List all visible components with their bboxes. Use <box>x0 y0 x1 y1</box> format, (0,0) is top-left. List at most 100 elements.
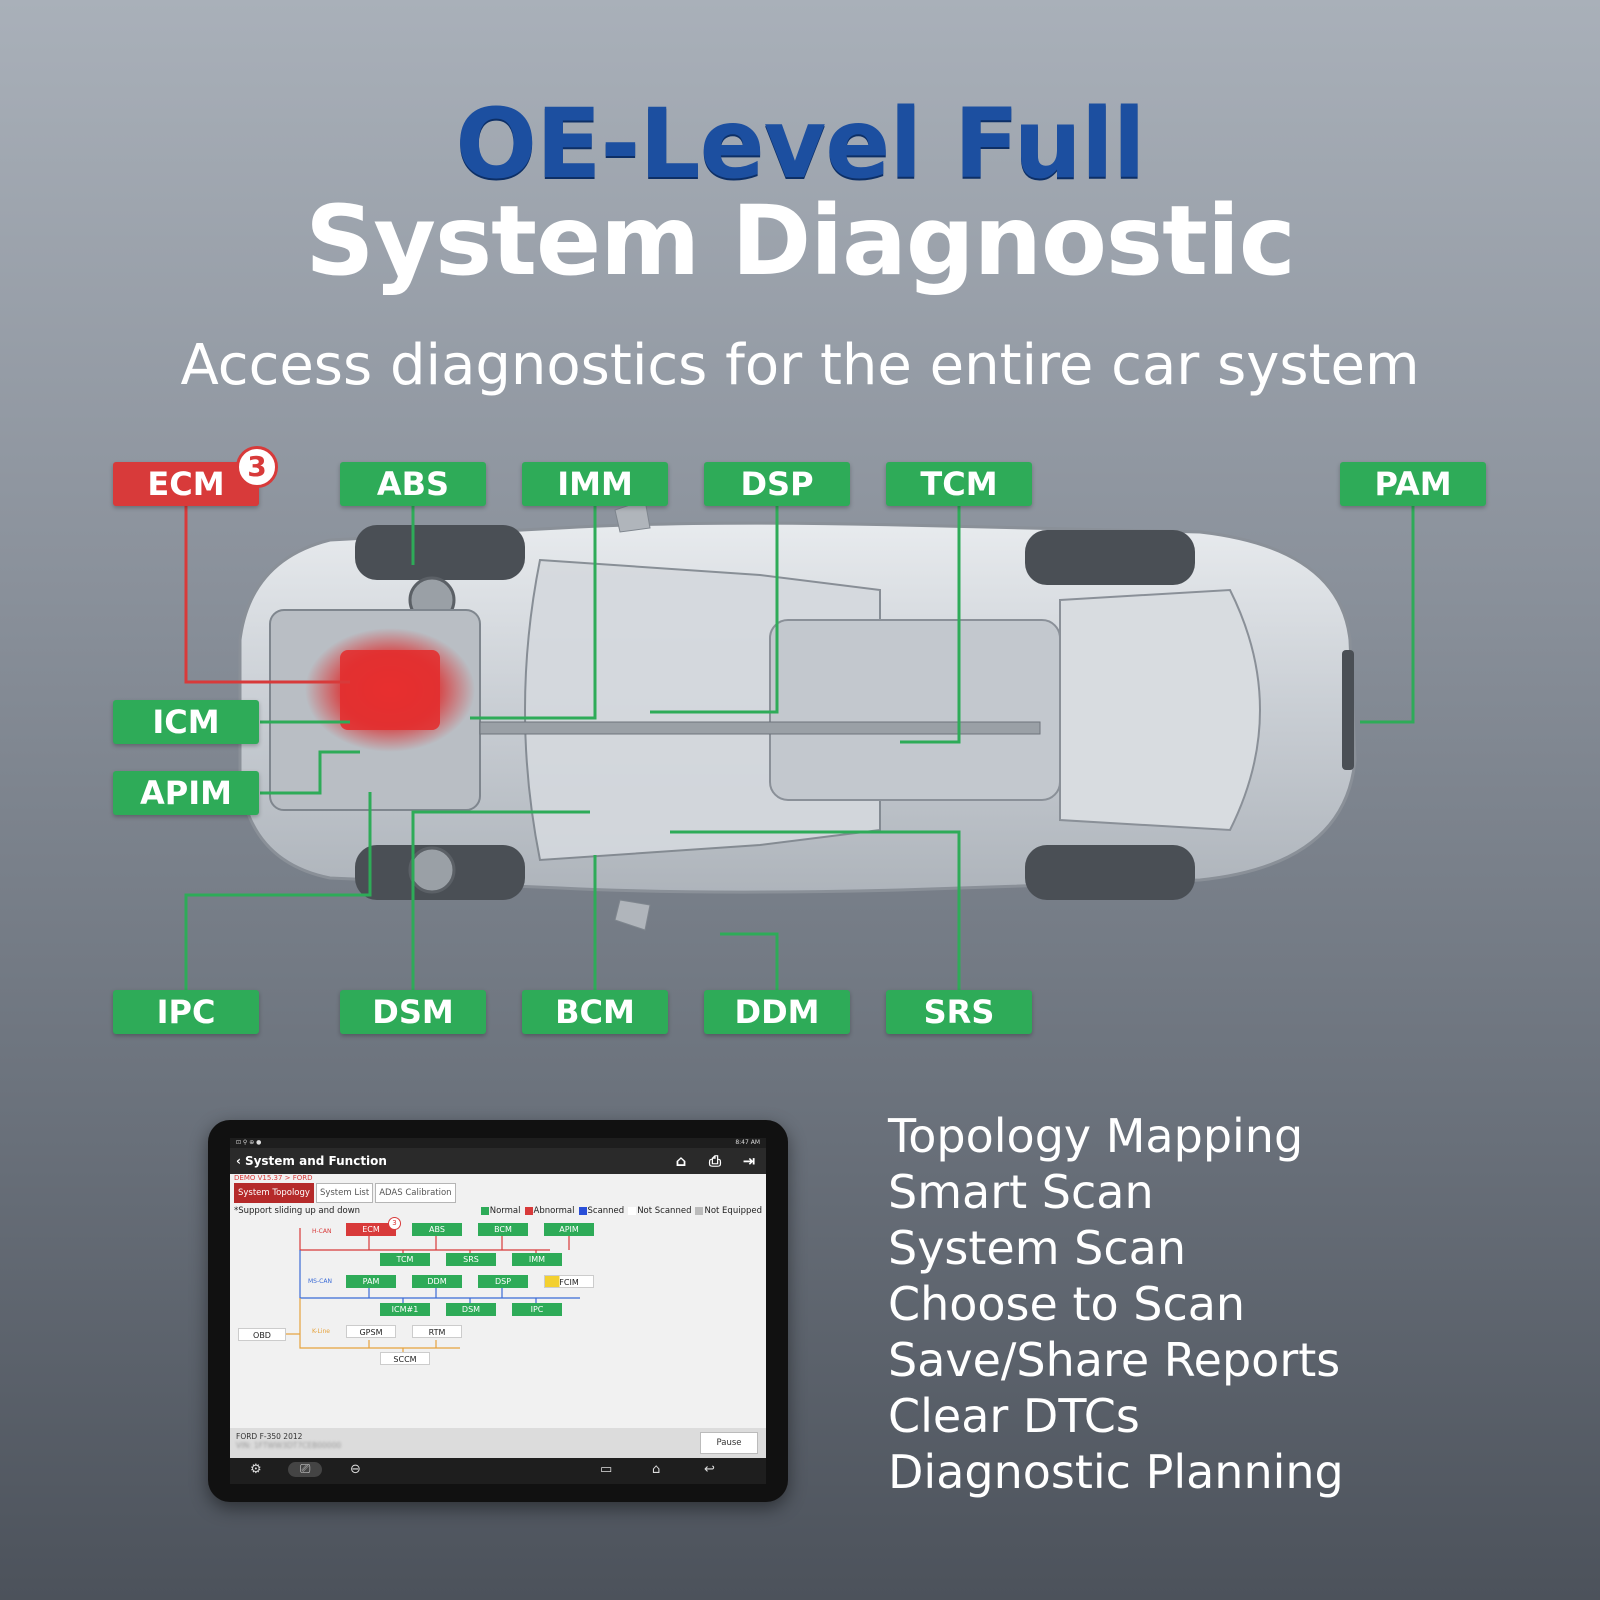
topo-node-ddm[interactable]: DDM <box>412 1275 462 1288</box>
line-srs <box>670 830 961 992</box>
line-ipc <box>184 792 372 992</box>
module-abs: ABS <box>340 462 486 506</box>
ecm-block <box>340 650 440 730</box>
topo-node-ipc[interactable]: IPC <box>512 1303 562 1316</box>
topo-ecm-badge: 3 <box>388 1217 401 1230</box>
line-tcm <box>900 506 961 744</box>
topo-node-dsp[interactable]: DSP <box>478 1275 528 1288</box>
home-nav-icon[interactable]: ⌂ <box>652 1462 661 1477</box>
rear-bumper <box>1342 650 1354 770</box>
feature-item: Save/Share Reports <box>888 1333 1341 1387</box>
feature-item: Smart Scan <box>888 1165 1154 1219</box>
drive-shaft <box>479 721 1041 735</box>
vehicle-vin: VIN: 1FTWW3DT7CEB00000 <box>236 1441 342 1450</box>
legend-not-scanned: Not Scanned <box>637 1206 692 1216</box>
bus-label-hcan: H-CAN <box>312 1228 332 1235</box>
wheel-rear-left <box>1025 530 1195 585</box>
module-imm: IMM <box>522 462 668 506</box>
topo-node-abs[interactable]: ABS <box>412 1223 462 1236</box>
topo-node-gpsm[interactable]: GPSM <box>346 1325 396 1338</box>
topo-node-bcm[interactable]: BCM <box>478 1223 528 1236</box>
settings-icon[interactable]: ⚙ <box>250 1462 262 1477</box>
ecm-dtc-badge: 3 <box>236 446 278 488</box>
module-dsm: DSM <box>340 990 486 1034</box>
topo-node-rtm[interactable]: RTM <box>412 1325 462 1338</box>
topo-node-pam[interactable]: PAM <box>346 1275 396 1288</box>
module-tcm: TCM <box>886 462 1032 506</box>
feature-item: Clear DTCs <box>888 1389 1140 1443</box>
screen-title: System and Function <box>244 1154 387 1168</box>
home-icon[interactable]: ⌂ <box>675 1152 687 1170</box>
back-chevron-icon[interactable]: ‹ <box>236 1154 241 1168</box>
topo-node-ecm[interactable]: ECM <box>346 1223 396 1236</box>
recent-apps-icon[interactable]: ▭ <box>600 1462 613 1477</box>
topo-node-apim[interactable]: APIM <box>544 1223 594 1236</box>
topo-node-imm[interactable]: IMM <box>512 1253 562 1266</box>
module-srs: SRS <box>886 990 1032 1034</box>
vci-icon[interactable]: ⊖ <box>350 1462 361 1477</box>
legend-normal: Normal <box>489 1206 521 1216</box>
back-icon[interactable]: ↩ <box>704 1462 715 1477</box>
module-ddm: DDM <box>704 990 850 1034</box>
module-dsp: DSP <box>704 462 850 506</box>
topo-node-fcim[interactable]: FCIM <box>544 1275 594 1288</box>
topo-node-srs[interactable]: SRS <box>446 1253 496 1266</box>
topo-node-icm1[interactable]: ICM#1 <box>380 1303 430 1316</box>
module-apim: APIM <box>113 771 259 815</box>
wheel-front-left <box>355 525 525 580</box>
status-icons: ⊡ ⚲ ⊕ ● <box>236 1139 262 1146</box>
line-dsm <box>411 810 590 992</box>
line-ddm <box>720 932 779 992</box>
legend-not-equipped-swatch <box>695 1207 704 1215</box>
wheel-rear-right <box>1025 845 1195 900</box>
legend: Normal Abnormal Scanned Not Scanned Not … <box>480 1206 762 1216</box>
topo-node-sccm[interactable]: SCCM <box>380 1352 430 1365</box>
topo-node-tcm[interactable]: TCM <box>380 1253 430 1266</box>
connector-lines <box>184 506 1415 992</box>
exit-icon[interactable]: ⇥ <box>742 1152 756 1170</box>
screenshot-icon[interactable]: ⎚ <box>288 1462 323 1477</box>
tab-adas-calibration[interactable]: ADAS Calibration <box>375 1183 456 1203</box>
status-time: 8:47 AM <box>735 1139 760 1146</box>
module-pam: PAM <box>1340 462 1486 506</box>
topo-node-obd[interactable]: OBD <box>238 1328 286 1341</box>
print-icon[interactable]: ⎙ <box>708 1152 721 1170</box>
legend-abnormal-swatch <box>524 1207 533 1215</box>
legend-scanned: Scanned <box>587 1206 625 1216</box>
car-rear-window <box>1059 588 1261 832</box>
scroll-hint: *Support sliding up and down <box>234 1206 361 1216</box>
module-ipc: IPC <box>113 990 259 1034</box>
bus-label-kline: K-Line <box>312 1328 330 1335</box>
pause-button[interactable]: Pause <box>700 1432 758 1454</box>
module-ecm: ECM <box>113 462 259 506</box>
line-ecm <box>184 506 350 684</box>
disc-front-right <box>408 846 456 894</box>
car-rear-seats <box>769 619 1061 801</box>
feature-item: System Scan <box>888 1221 1186 1275</box>
line-pam <box>1360 506 1415 724</box>
tab-system-list[interactable]: System List <box>315 1183 374 1203</box>
feature-item: Diagnostic Planning <box>888 1445 1344 1499</box>
feature-item: Choose to Scan <box>888 1277 1246 1331</box>
legend-normal-swatch <box>480 1207 489 1215</box>
legend-not-scanned-swatch <box>628 1207 637 1215</box>
system-nav-bar: ⚙ ⎚ ⊖ ▭ ⌂ ↩ <box>230 1458 766 1484</box>
tab-system-topology[interactable]: System Topology <box>234 1183 314 1203</box>
feature-list: Topology Mapping Smart Scan System Scan … <box>888 1108 1344 1500</box>
subtitle: Access diagnostics for the entire car sy… <box>180 333 1420 398</box>
bus-label-mscan: MS-CAN <box>308 1278 332 1285</box>
line-imm <box>470 506 597 720</box>
status-bar: ⊡ ⚲ ⊕ ● 8:47 AM <box>230 1138 766 1148</box>
tab-bar: System Topology System List ADAS Calibra… <box>230 1183 766 1203</box>
headline-line1: OE-Level Full <box>455 88 1145 200</box>
tablet-screen: ⊡ ⚲ ⊕ ● 8:47 AM ‹ System and Function ⌂ … <box>230 1138 766 1484</box>
tablet-device: ⊡ ⚲ ⊕ ● 8:47 AM ‹ System and Function ⌂ … <box>208 1120 788 1502</box>
mirror-right <box>614 899 651 931</box>
legend-abnormal: Abnormal <box>533 1206 575 1216</box>
feature-item: Topology Mapping <box>888 1109 1304 1163</box>
headline-line2: System Diagnostic <box>305 185 1296 297</box>
topo-node-dsm[interactable]: DSM <box>446 1303 496 1316</box>
topology-wiring <box>285 1228 580 1356</box>
legend-not-equipped: Not Equipped <box>704 1206 762 1216</box>
